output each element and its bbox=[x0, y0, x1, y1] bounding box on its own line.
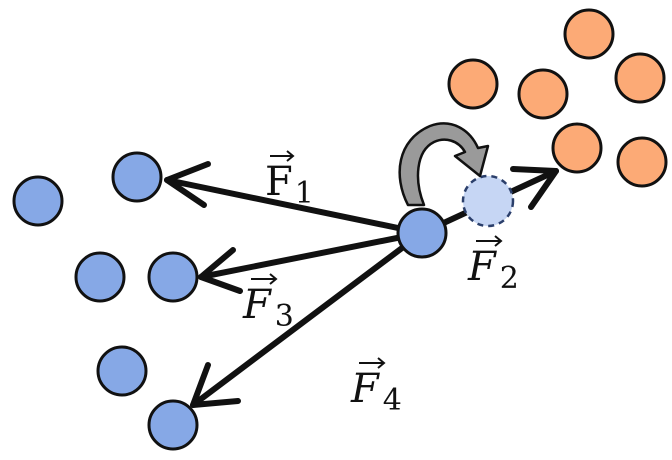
blue-particle bbox=[96, 345, 148, 397]
force-arrow-3 bbox=[198, 230, 425, 294]
force-label-1: F1 bbox=[265, 150, 314, 211]
orange-particle bbox=[447, 58, 499, 110]
svg-text:F4: F4 bbox=[350, 366, 402, 418]
force-arrow-4 bbox=[190, 230, 425, 408]
orange-particle bbox=[614, 52, 666, 104]
blue-particle bbox=[111, 151, 163, 203]
curved-swap-arrow-icon bbox=[398, 122, 490, 207]
blue-particle bbox=[12, 175, 64, 227]
blue-particle bbox=[74, 251, 126, 303]
blue-particle bbox=[147, 251, 199, 303]
svg-text:F2: F2 bbox=[467, 244, 519, 296]
force-arrow-1 bbox=[164, 161, 425, 236]
orange-particles bbox=[447, 8, 668, 188]
blue-particle bbox=[147, 399, 199, 451]
ghost-particle bbox=[461, 174, 515, 228]
blue-particles bbox=[12, 151, 199, 451]
blue-particle-source bbox=[396, 207, 448, 259]
orange-particle bbox=[551, 122, 603, 174]
svg-text:F1: F1 bbox=[265, 159, 314, 211]
orange-particle bbox=[517, 68, 569, 120]
svg-text:F3: F3 bbox=[242, 282, 294, 334]
orange-particle bbox=[616, 136, 668, 188]
orange-particle bbox=[563, 8, 615, 60]
